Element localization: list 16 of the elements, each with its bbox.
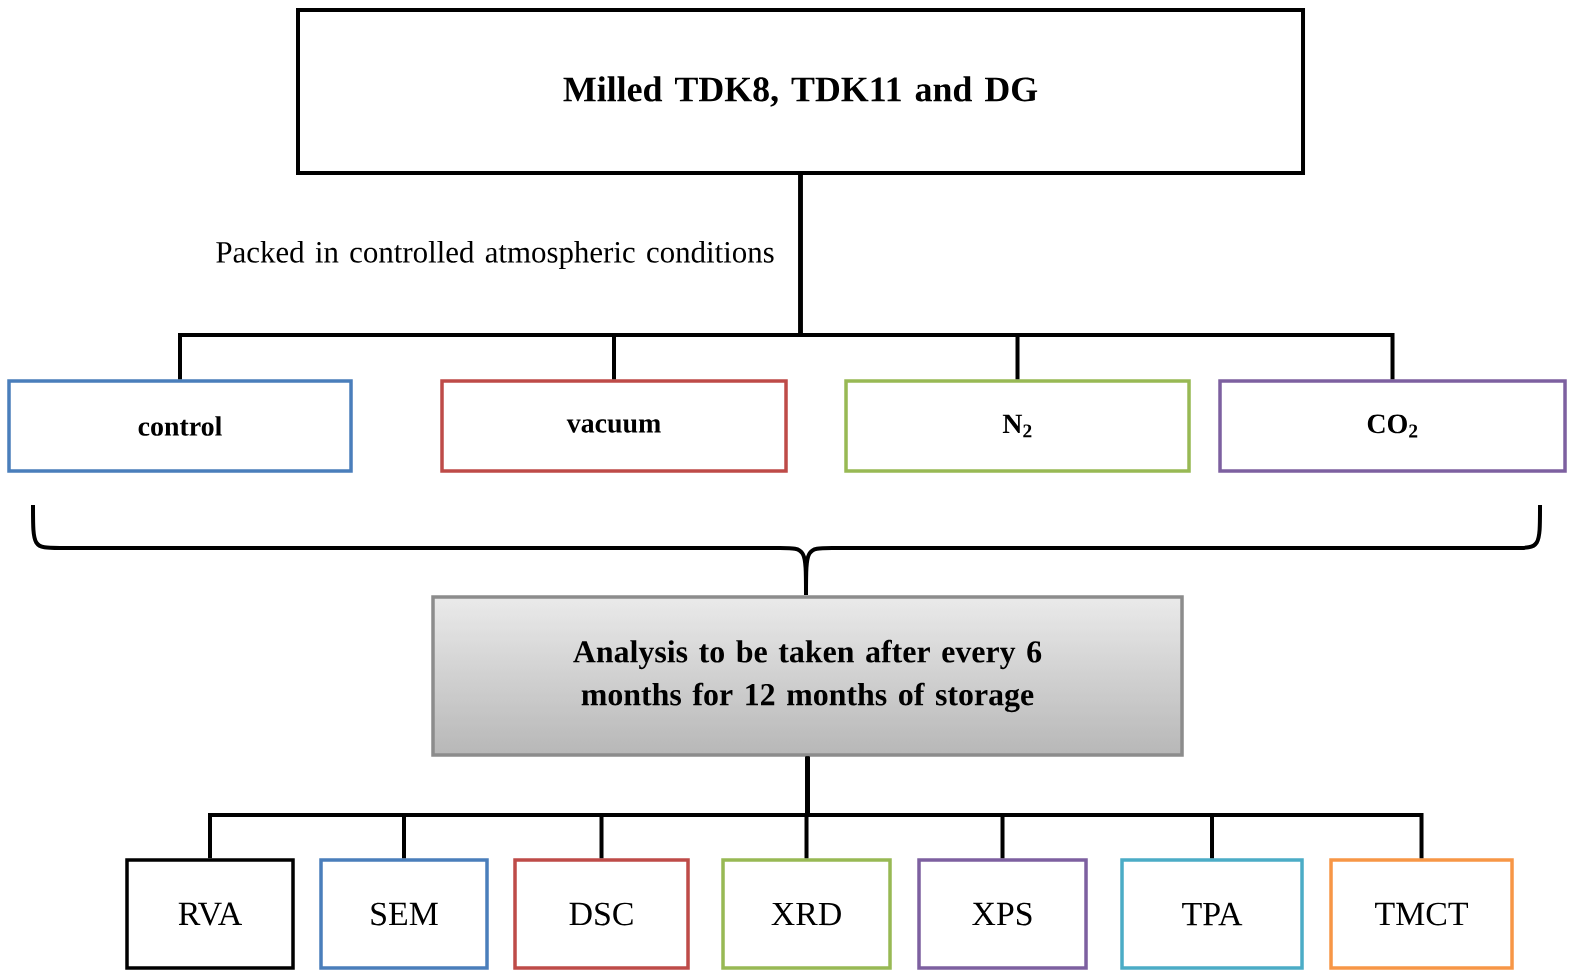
- method-box: SEM: [319, 858, 489, 970]
- method-box: RVA: [125, 858, 295, 970]
- connector-line: [798, 175, 1395, 380]
- atmosphere-box: vacuum: [440, 379, 788, 473]
- atmosphere-box: control: [7, 379, 353, 473]
- method-box: TPA: [1120, 858, 1304, 970]
- title-box: Milled TDK8, TDK11 and DG: [296, 8, 1305, 175]
- method-box: XPS: [917, 858, 1088, 970]
- atmosphere-box: N$_{2}$: [844, 379, 1191, 473]
- connector-line: [805, 756, 1424, 859]
- method-box: DSC: [513, 858, 690, 970]
- analysis-box: Analysis to be taken after every 6 months for 12 months of storage: [431, 595, 1184, 757]
- annotation-text: Packed in controlled atmospheric conditions: [216, 241, 774, 269]
- method-box: XRD: [721, 858, 892, 970]
- atmosphere-box: CO$_{2}$: [1218, 379, 1567, 473]
- method-box: TMCT: [1329, 858, 1514, 970]
